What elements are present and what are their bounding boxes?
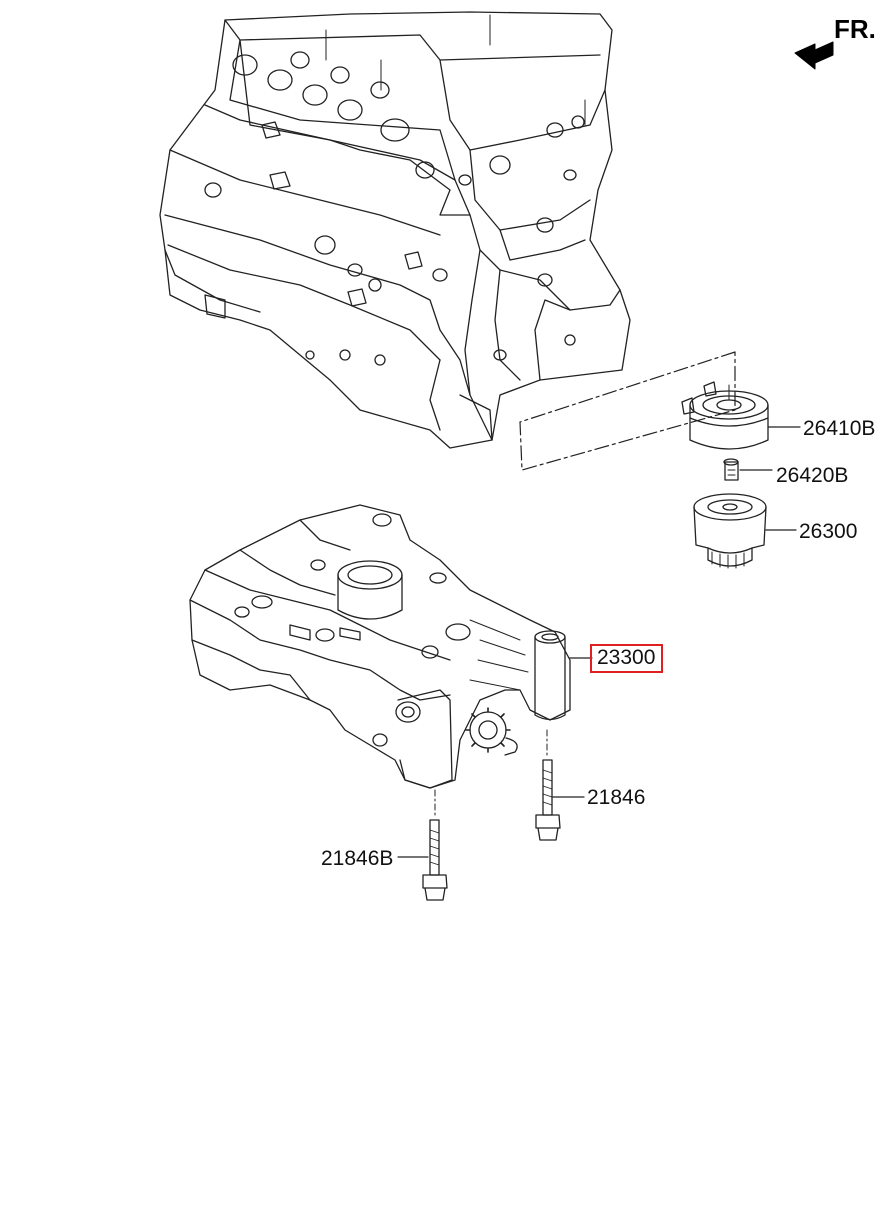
fitting: [723, 458, 739, 481]
leader-lines: [397, 426, 801, 858]
part-label-oil-cooler[interactable]: 26410B: [803, 417, 876, 440]
oil-cooler: [681, 381, 769, 450]
highlight-box-oil-pump: [590, 644, 663, 673]
engine-block: [159, 11, 631, 449]
bolt-21846b: [422, 789, 448, 901]
front-arrow-icon: [794, 41, 834, 70]
oil-filter: [693, 493, 767, 569]
oil-pump: [189, 504, 571, 789]
front-direction-label: FR.: [834, 14, 876, 44]
part-label-oil-pump[interactable]: 23300: [597, 646, 656, 669]
part-label-bolt[interactable]: 21846: [587, 786, 646, 809]
alignment-line: [519, 351, 736, 471]
part-label-bolt-b[interactable]: 21846B: [321, 847, 394, 870]
bolt-21846: [535, 729, 561, 841]
part-label-fitting[interactable]: 26420B: [776, 464, 849, 487]
part-label-oil-filter[interactable]: 26300: [799, 520, 858, 543]
